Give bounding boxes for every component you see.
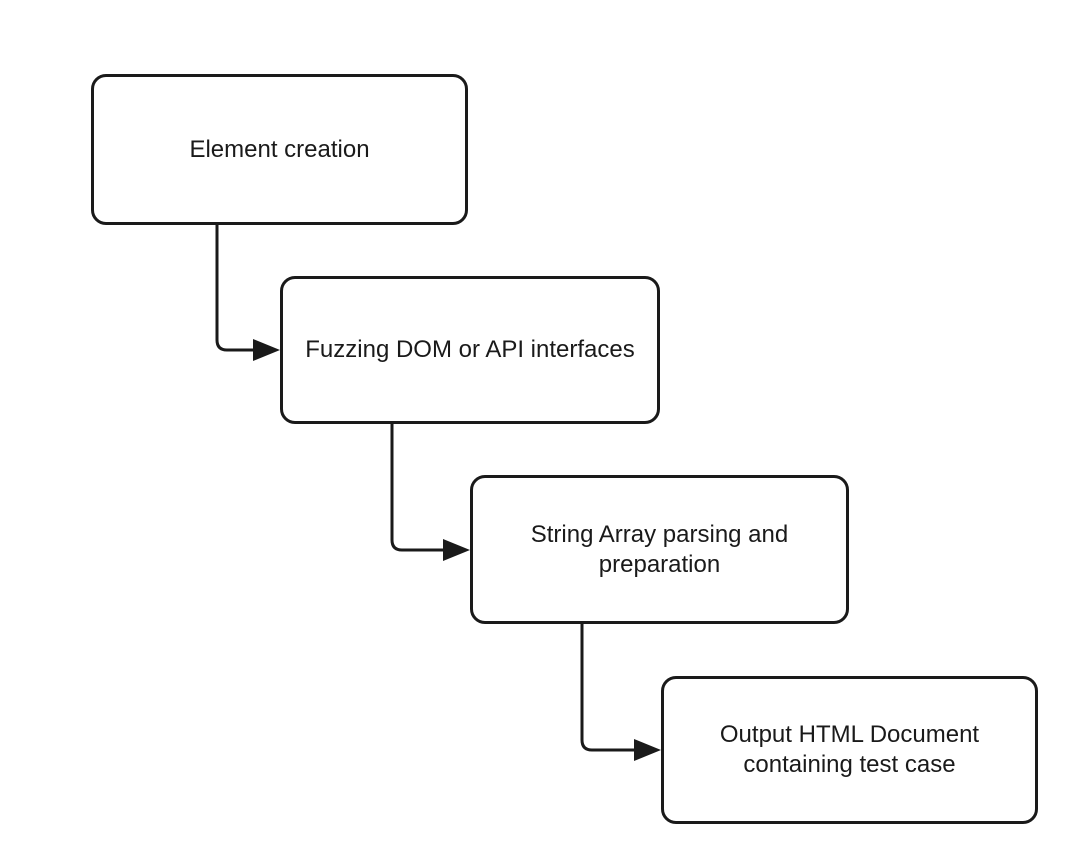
node-label: String Array parsing and preparation: [530, 520, 789, 578]
connector-line-3: [580, 624, 635, 752]
flow-node-fuzzing-dom-api: Fuzzing DOM or API interfaces: [280, 276, 660, 424]
connector-edge-3: [580, 624, 661, 761]
node-label: Fuzzing DOM or API interfaces: [305, 336, 635, 363]
flow-node-string-array-parsing: String Array parsing and preparation: [470, 475, 849, 624]
arrowhead-icon-1: [253, 339, 280, 361]
flow-node-element-creation: Element creation: [91, 74, 468, 225]
connector-edge-1: [215, 225, 280, 361]
connector-edge-2: [390, 424, 470, 561]
arrowhead-icon-3: [634, 739, 661, 761]
connector-line-1: [215, 225, 254, 352]
node-label: Element creation: [189, 135, 370, 163]
arrowhead-icon-2: [443, 539, 470, 561]
node-label: Output HTML Document containing test cas…: [719, 721, 980, 778]
flow-node-output-html-document: Output HTML Document containing test cas…: [661, 676, 1038, 824]
connector-line-2: [390, 424, 444, 552]
